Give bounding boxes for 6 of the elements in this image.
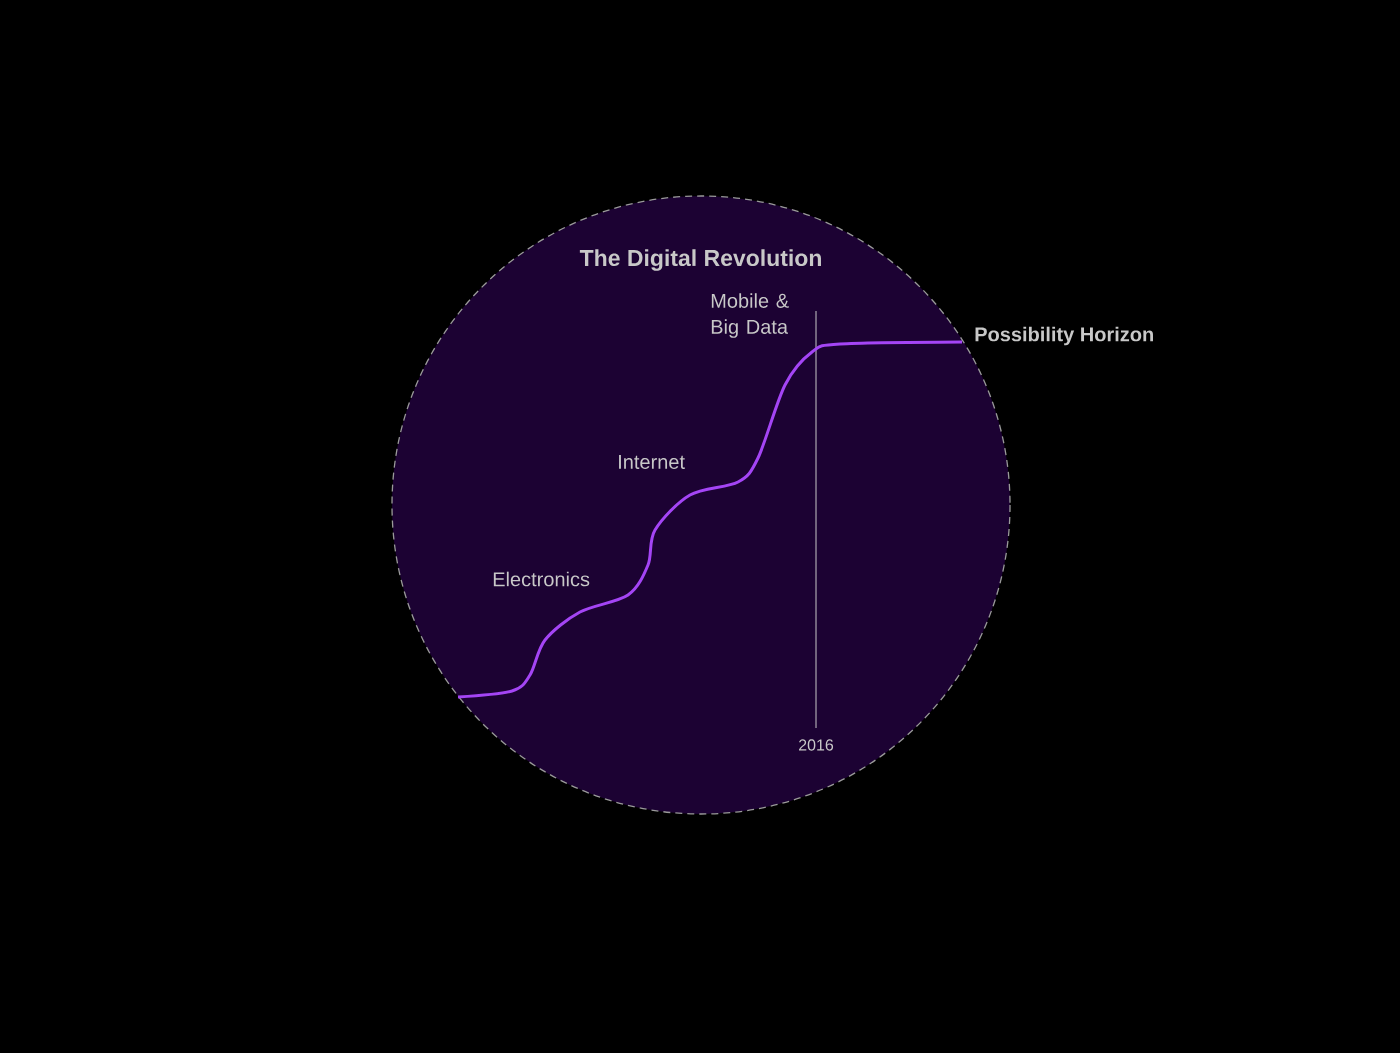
curve-label: Internet xyxy=(619,455,685,469)
year-label: 2016 xyxy=(799,739,834,751)
chart-title: The Digital Revolution xyxy=(579,249,821,271)
curve-label: Mobile & Big Data xyxy=(711,293,789,338)
curve-label: Electronics xyxy=(493,571,590,587)
horizon-label: Possibility Horizon xyxy=(975,326,1153,346)
